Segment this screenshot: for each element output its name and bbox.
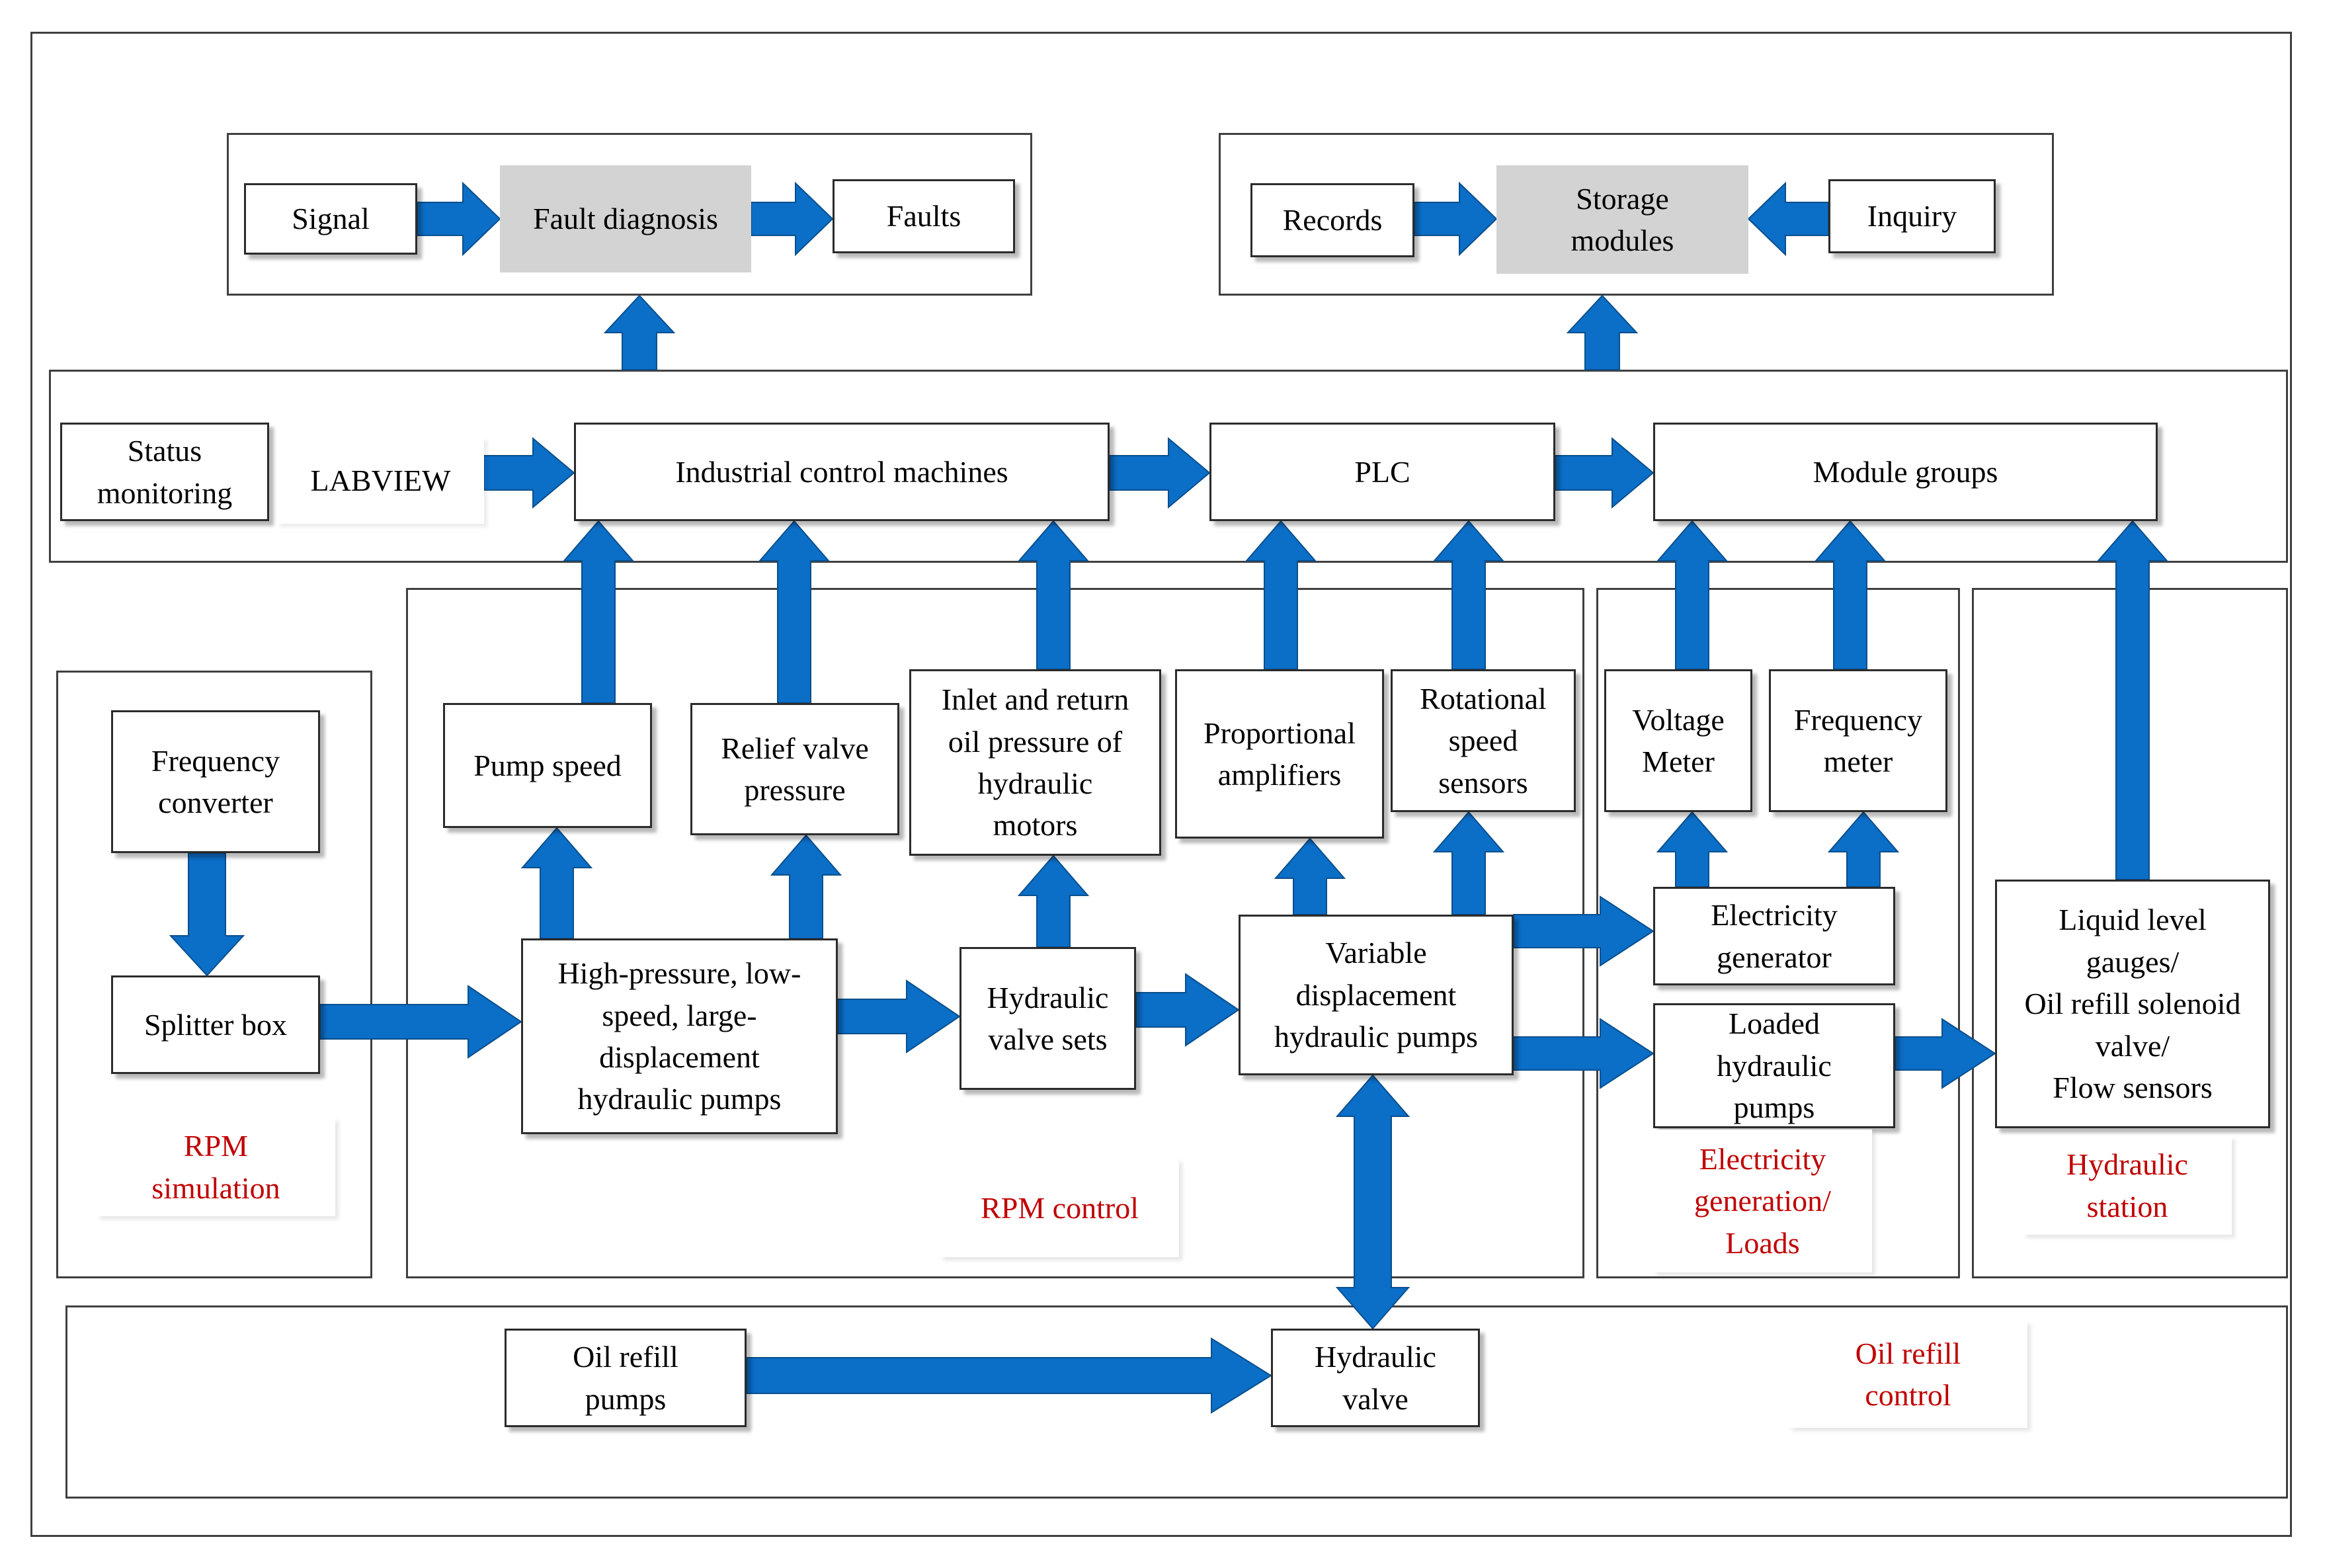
control-layer-panel [49,370,2288,563]
arrow-labview-to-industrial [483,436,575,509]
frequency-meter-box: Frequency meter [1769,669,1947,812]
arrow-voltage-up [1656,520,1729,670]
storage-panel [1219,133,2054,296]
faults-box: Faults [833,179,1015,253]
voltage-meter-box: Voltage Meter [1604,669,1752,812]
arrow-generator-to-frequency [1827,811,1900,887]
arrow-valve-sets-to-vd [1135,973,1240,1047]
arrow-vd-to-amplifiers [1274,837,1346,915]
inlet-return-pressure-box: Inlet and return oil pressure of hydraul… [909,669,1161,856]
arrow-plc-to-modules [1555,436,1654,509]
arrow-loaded-to-station [1895,1018,1996,1089]
arrow-sensors-up [1432,520,1505,670]
arrow-relief-up [758,520,831,704]
frequency-converter-box: Frequency converter [111,710,320,853]
rpm-simulation-caption: RPM simulation [97,1118,335,1216]
variable-displacement-pumps-box: Variable displacement hydraulic pumps [1239,915,1514,1075]
oil-refill-caption: Oil refill control [1789,1321,2027,1428]
arrow-signal-to-diagnosis [417,181,501,257]
arrow-hp-to-valve-sets [837,979,961,1053]
loaded-pumps-box: Loaded hydraulic pumps [1653,1003,1895,1128]
arrow-control-to-storage-panel [1566,294,1639,370]
storage-modules-box: Storage modules [1496,165,1748,274]
high-pressure-pumps-box: High-pressure, low- speed, large- displa… [521,938,838,1134]
rotational-speed-sensors-box: Rotational speed sensors [1391,669,1576,812]
pump-speed-box: Pump speed [443,703,652,828]
arrow-oil-pumps-to-valve [746,1337,1272,1414]
rpm-simulation-panel [56,671,372,1278]
arrow-vd-to-sensors [1432,811,1505,915]
arrow-amplifiers-up [1244,520,1317,670]
oil-refill-pumps-box: Oil refill pumps [505,1329,747,1427]
arrow-records-to-storage [1414,181,1498,257]
outer-frame [30,32,2292,1537]
proportional-amplifiers-box: Proportional amplifiers [1175,669,1384,839]
arrow-vd-to-loaded [1513,1018,1654,1089]
electricity-generator-box: Electricity generator [1653,887,1895,985]
fault-diagnosis-panel [227,133,1032,296]
arrow-hp-to-relief [770,834,842,939]
relief-valve-pressure-box: Relief valve pressure [690,703,899,835]
hydraulic-station-sensors-box: Liquid level gauges/ Oil refill solenoid… [1995,880,2270,1128]
arrow-vd-to-generator [1513,895,1654,967]
status-monitoring-box: Status monitoring [60,423,269,521]
module-groups-box: Module groups [1653,423,2158,521]
splitter-box: Splitter box [111,975,320,1074]
arrow-inquiry-to-storage [1747,181,1829,257]
labview-label: LABVIEW [277,437,484,524]
arrow-inlet-up [1017,520,1090,670]
arrow-hp-to-pump-speed [520,827,593,939]
arrow-industrial-to-plc [1109,436,1211,509]
arrow-converter-to-splitter [169,852,245,977]
hydraulic-valve-box: Hydraulic valve [1271,1329,1480,1427]
arrow-valve-sets-to-inlet [1017,854,1090,948]
arrow-generator-to-voltage [1656,811,1729,887]
industrial-control-machines-box: Industrial control machines [574,423,1110,521]
electricity-caption: Electricity generation/ Loads [1653,1130,1872,1272]
rpm-control-caption: RPM control [940,1159,1179,1257]
arrow-diagnosis-to-faults [751,181,834,257]
arrow-vd-valve-bidirectional [1335,1074,1410,1330]
hydraulic-valve-sets-box: Hydraulic valve sets [959,947,1136,1090]
oil-refill-panel [65,1305,2288,1499]
arrow-control-to-fault-panel [603,294,676,370]
inquiry-box: Inquiry [1828,179,1996,253]
plc-box: PLC [1209,423,1555,521]
arrow-pump-speed-up [562,520,635,704]
fault-diagnosis-box: Fault diagnosis [500,165,751,272]
arrow-splitter-to-hp [319,985,522,1059]
arrow-station-up [2096,520,2169,880]
records-box: Records [1250,183,1414,257]
signal-box: Signal [244,183,417,255]
arrow-frequency-meter-up [1814,520,1887,670]
hydraulic-station-caption: Hydraulic station [2023,1136,2232,1235]
